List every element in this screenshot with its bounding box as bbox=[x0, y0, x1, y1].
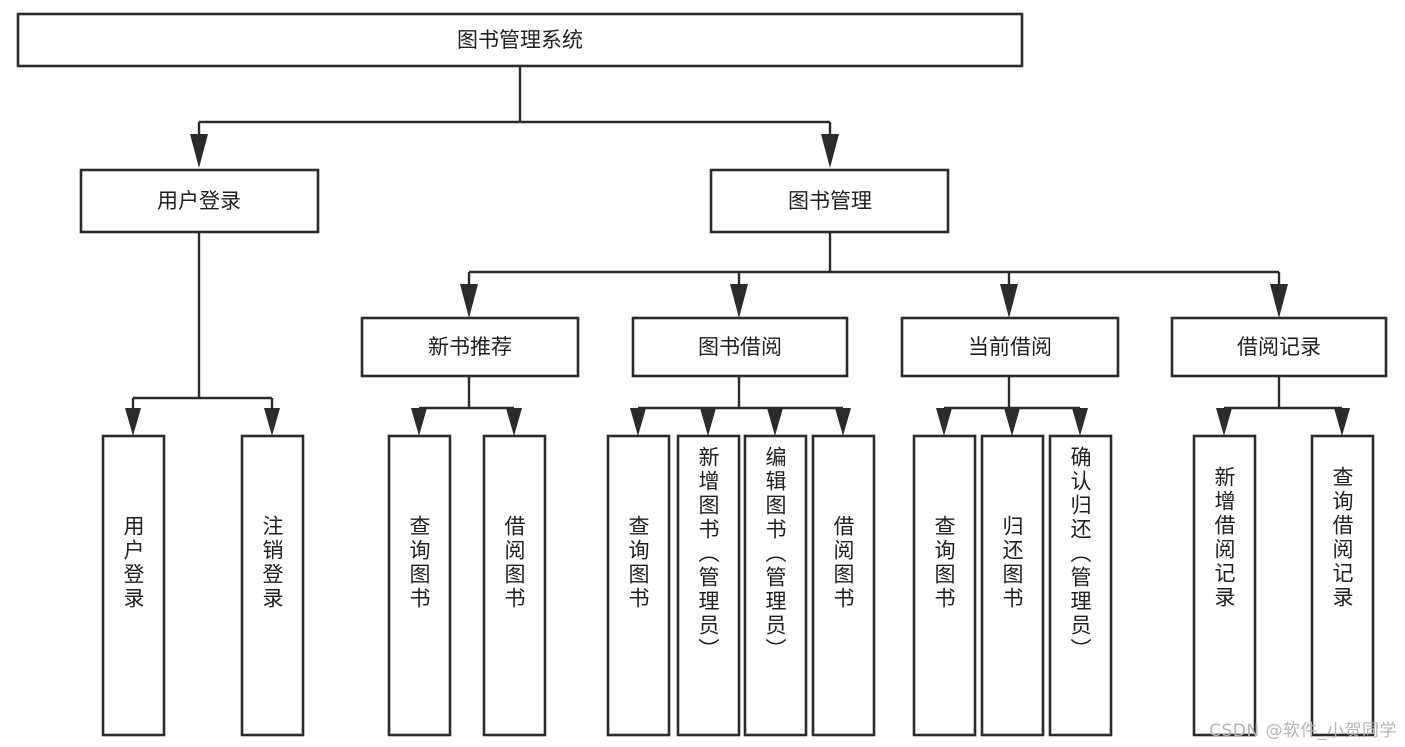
node-root-box[interactable] bbox=[16, 12, 1024, 68]
node-user-login-box[interactable] bbox=[79, 168, 320, 234]
node-leaf-confirm-return-label: 确认归还（管理员） bbox=[1068, 446, 1092, 662]
node-leaf-logout-label: 注销登录 bbox=[260, 515, 284, 611]
node-leaf-user-login-label: 用户登录 bbox=[121, 515, 145, 611]
node-leaf-query-record[interactable]: 查询借阅记录 bbox=[1310, 434, 1375, 737]
arrow-user-login bbox=[190, 134, 208, 168]
node-leaf-return-book-label: 归还图书 bbox=[1000, 515, 1024, 611]
node-leaf-query-book-2-label: 查询图书 bbox=[626, 515, 650, 611]
node-book-manage-box[interactable] bbox=[709, 168, 950, 234]
arrow-leaf-query-book-2 bbox=[630, 408, 646, 436]
node-root-label: 图书管理系统 bbox=[457, 28, 583, 52]
arrow-leaf-borrow-book-2 bbox=[835, 408, 851, 436]
node-leaf-user-login[interactable]: 用户登录 bbox=[101, 434, 166, 737]
node-leaf-edit-book-label: 编辑图书（管理员） bbox=[763, 446, 787, 662]
node-leaf-query-book-3[interactable]: 查询图书 bbox=[912, 434, 977, 737]
arrow-current-borrow bbox=[1000, 284, 1018, 318]
node-book-borrow-box[interactable] bbox=[631, 316, 849, 378]
node-user-login[interactable]: 用户登录 bbox=[79, 168, 320, 234]
node-leaf-query-book-1-label: 查询图书 bbox=[407, 515, 431, 611]
arrow-borrow-record bbox=[1270, 284, 1288, 318]
node-leaf-query-book-1[interactable]: 查询图书 bbox=[387, 434, 452, 737]
arrow-leaf-query-book-1 bbox=[411, 408, 427, 436]
arrow-leaf-logout bbox=[264, 408, 280, 436]
node-book-manage-label: 图书管理 bbox=[788, 189, 872, 213]
node-leaf-add-record-box[interactable] bbox=[1192, 434, 1257, 737]
node-leaf-add-book-label: 新增图书（管理员） bbox=[696, 446, 720, 662]
node-leaf-confirm-return[interactable]: 确认归还（管理员） bbox=[1048, 434, 1113, 737]
node-leaf-add-record[interactable]: 新增借阅记录 bbox=[1192, 434, 1257, 737]
node-leaf-query-book-3-label: 查询图书 bbox=[932, 515, 956, 611]
arrow-leaf-return-book bbox=[1004, 408, 1020, 436]
node-leaf-borrow-book-2[interactable]: 借阅图书 bbox=[811, 434, 876, 737]
node-book-borrow[interactable]: 图书借阅 bbox=[631, 316, 849, 378]
node-leaf-edit-book-box[interactable] bbox=[743, 434, 808, 737]
node-borrow-record-box[interactable] bbox=[1170, 316, 1388, 378]
node-leaf-query-book-2-box[interactable] bbox=[606, 434, 671, 737]
node-book-manage[interactable]: 图书管理 bbox=[709, 168, 950, 234]
node-leaf-logout[interactable]: 注销登录 bbox=[240, 434, 305, 737]
arrow-leaf-query-book-3 bbox=[936, 408, 952, 436]
node-leaf-query-book-1-box[interactable] bbox=[387, 434, 452, 737]
connector-layer bbox=[125, 66, 1350, 436]
node-book-borrow-label: 图书借阅 bbox=[698, 335, 782, 359]
arrow-leaf-edit-book bbox=[767, 408, 783, 436]
node-borrow-record-label: 借阅记录 bbox=[1237, 335, 1321, 359]
node-leaf-add-record-label: 新增借阅记录 bbox=[1212, 466, 1236, 610]
node-leaf-logout-box[interactable] bbox=[240, 434, 305, 737]
node-leaf-confirm-return-box[interactable] bbox=[1048, 434, 1113, 737]
arrow-leaf-borrow-book-1 bbox=[506, 408, 522, 436]
node-new-book-recommend-label: 新书推荐 bbox=[428, 335, 512, 359]
node-leaf-query-record-box[interactable] bbox=[1310, 434, 1375, 737]
node-leaf-query-book-3-box[interactable] bbox=[912, 434, 977, 737]
node-leaf-query-book-2[interactable]: 查询图书 bbox=[606, 434, 671, 737]
node-current-borrow-box[interactable] bbox=[900, 316, 1120, 378]
arrow-leaf-query-record bbox=[1334, 408, 1350, 436]
arrow-new-book-recommend bbox=[460, 284, 478, 318]
node-leaf-borrow-book-2-label: 借阅图书 bbox=[831, 515, 855, 611]
arrow-book-borrow bbox=[730, 284, 748, 318]
arrow-book-manage bbox=[821, 134, 839, 168]
arrow-leaf-user-login bbox=[125, 408, 141, 436]
node-new-book-recommend-box[interactable] bbox=[360, 316, 580, 378]
node-borrow-record[interactable]: 借阅记录 bbox=[1170, 316, 1388, 378]
node-leaf-borrow-book-1-box[interactable] bbox=[482, 434, 547, 737]
node-root[interactable]: 图书管理系统 bbox=[16, 12, 1024, 68]
node-leaf-borrow-book-1[interactable]: 借阅图书 bbox=[482, 434, 547, 737]
node-leaf-query-record-label: 查询借阅记录 bbox=[1330, 466, 1354, 610]
node-leaf-add-book[interactable]: 新增图书（管理员） bbox=[676, 434, 741, 737]
node-current-borrow-label: 当前借阅 bbox=[968, 335, 1052, 359]
arrow-leaf-add-book bbox=[700, 408, 716, 436]
node-leaf-user-login-box[interactable] bbox=[101, 434, 166, 737]
node-leaf-return-book-box[interactable] bbox=[980, 434, 1045, 737]
node-leaf-add-book-box[interactable] bbox=[676, 434, 741, 737]
node-leaf-borrow-book-2-box[interactable] bbox=[811, 434, 876, 737]
node-leaf-borrow-book-1-label: 借阅图书 bbox=[502, 515, 526, 611]
node-leaf-edit-book[interactable]: 编辑图书（管理员） bbox=[743, 434, 808, 737]
arrow-leaf-confirm-return bbox=[1072, 408, 1088, 436]
arrow-leaf-add-record bbox=[1216, 408, 1232, 436]
node-new-book-recommend[interactable]: 新书推荐 bbox=[360, 316, 580, 378]
node-current-borrow[interactable]: 当前借阅 bbox=[900, 316, 1120, 378]
node-user-login-label: 用户登录 bbox=[157, 189, 241, 213]
node-leaf-return-book[interactable]: 归还图书 bbox=[980, 434, 1045, 737]
